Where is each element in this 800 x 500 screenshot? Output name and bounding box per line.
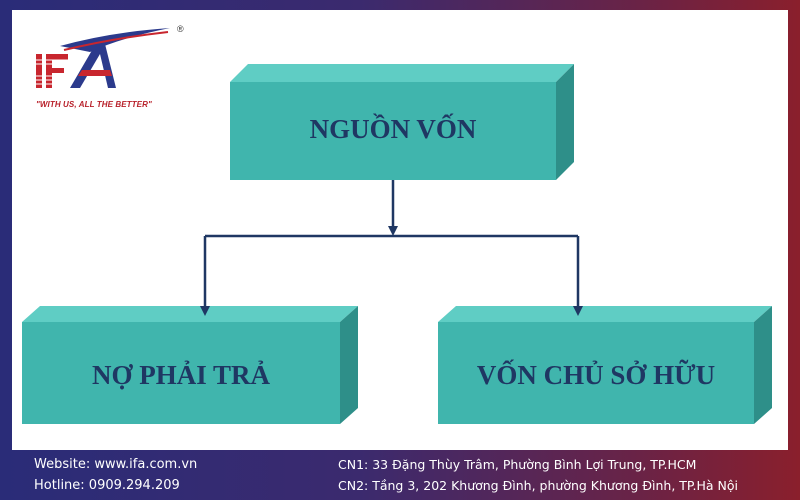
content-panel: ® "WITH US, ALL THE BETTER" [12,10,788,450]
connector-lines [203,180,580,308]
root-box [230,64,574,180]
connector-arrowheads [200,226,583,316]
liabilities-label: NỢ PHẢI TRẢ [91,360,271,390]
ifa-logo-mark [34,28,170,88]
footer-hotline: Hotline: 0909.294.209 [34,478,180,493]
ifa-logo: ® "WITH US, ALL THE BETTER" [30,24,190,114]
logo-tagline: "WITH US, ALL THE BETTER" [36,100,152,109]
right-child-box [438,306,772,424]
capital-structure-diagram [22,64,772,424]
footer-branch-2: CN2: Tầng 3, 202 Khương Đình, phường Khư… [338,478,738,493]
footer-branch-1: CN1: 33 Đặng Thùy Trâm, Phường Bình Lợi … [338,457,697,472]
equity-label: VỐN CHỦ SỞ HỮU [476,360,716,390]
footer-website: Website: www.ifa.com.vn [34,457,198,472]
registered-mark: ® [177,24,184,34]
root-label: NGUỒN VỐN [309,114,477,144]
left-child-box [22,306,358,424]
